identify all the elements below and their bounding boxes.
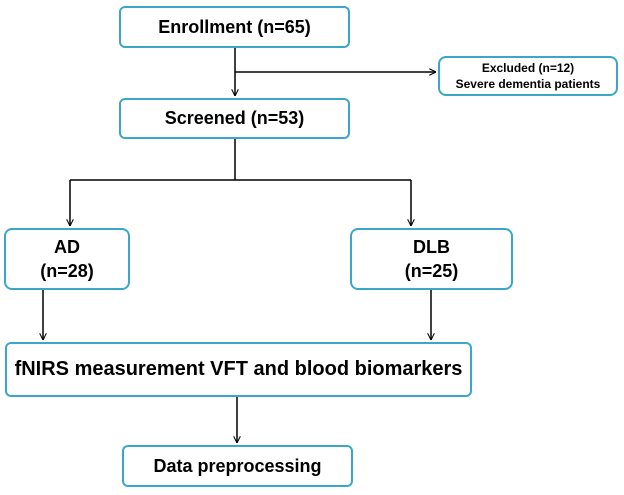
enrollment-box: Enrollment (n=65) [119, 6, 350, 48]
excluded-box: Excluded (n=12) Severe dementia patients [438, 56, 618, 96]
screened-box: Screened (n=53) [119, 98, 350, 139]
ad-group-count: (n=28) [40, 261, 94, 281]
dlb-group-name: DLB [413, 237, 450, 257]
dlb-group-count: (n=25) [404, 261, 459, 281]
measurement-box: fNIRS measurement VFT and blood biomarke… [5, 342, 472, 397]
preprocessing-box: Data preprocessing [122, 445, 353, 487]
dlb-group-box: DLB (n=25) [350, 228, 513, 290]
excluded-reason-label: Severe dementia patients [455, 77, 601, 91]
excluded-count-label: Excluded (n=12) [481, 61, 575, 75]
preprocessing-label: Data preprocessing [153, 455, 322, 476]
screened-label: Screened (n=53) [164, 108, 305, 128]
ad-group-name: AD [54, 237, 80, 257]
enrollment-label: Enrollment (n=65) [158, 16, 311, 37]
ad-group-box: AD (n=28) [4, 228, 130, 290]
measurement-label: fNIRS measurement VFT and blood biomarke… [14, 358, 463, 380]
